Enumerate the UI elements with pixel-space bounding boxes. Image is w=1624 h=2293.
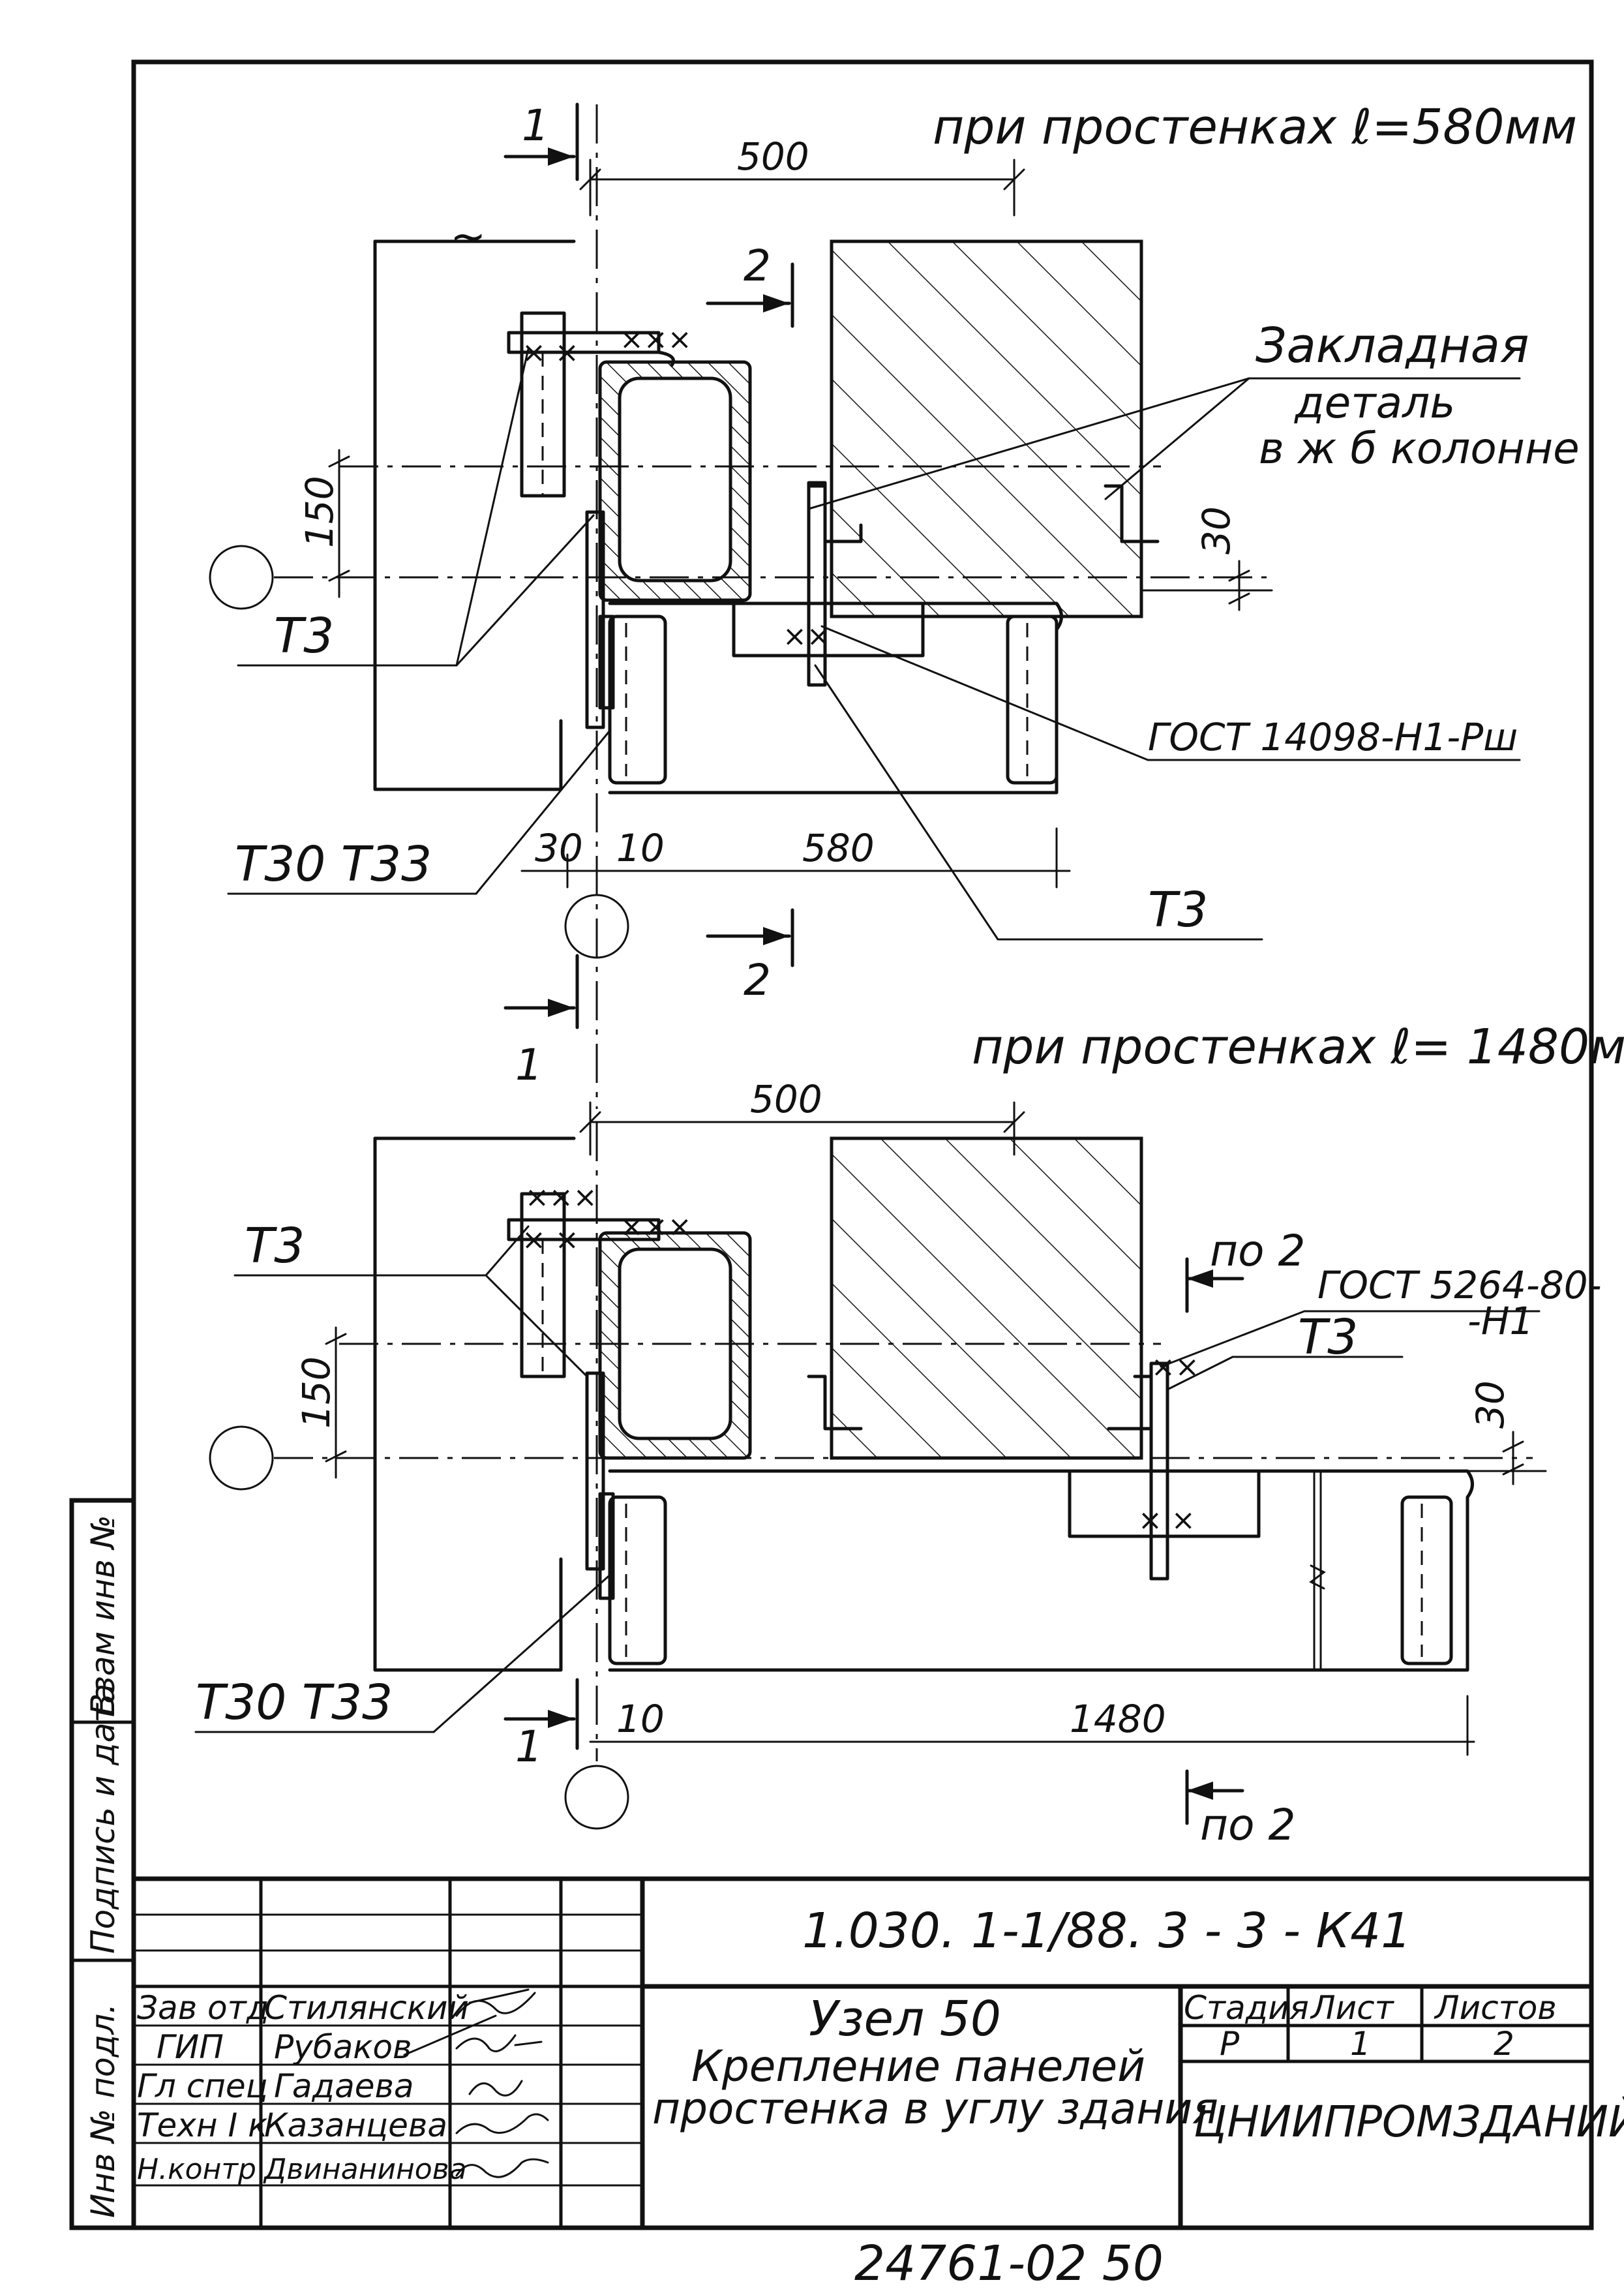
stamp-inv-podl: Инв № подл. [84, 2003, 122, 2218]
bottom-dim-1480: 1480 [1070, 1697, 1166, 1741]
bottom-variant-title: при простенках ℓ= 1480мм [972, 1019, 1624, 1075]
document-number: 24761-02 50 [854, 2236, 1164, 2292]
title-line-1: Узел 50 [809, 1991, 1001, 2047]
top-panel-left [608, 615, 667, 785]
svg-text:× ×: × × [1138, 1504, 1195, 1537]
name-2: Гадаева [274, 2067, 414, 2105]
signature-3 [455, 2113, 549, 2134]
bottom-label-gost-2: -Н1 [1467, 1299, 1533, 1343]
top-label-gost: ГОСТ 14098-Н1-Рш [1148, 715, 1518, 759]
stamp-signature-date: Подпись и дата [84, 1684, 122, 1954]
bottom-label-t3-right: Т3 [1298, 1309, 1358, 1365]
bottom-label-gost-1: ГОСТ 5264-80- [1317, 1263, 1602, 1307]
sheet-value: 1 [1350, 2025, 1371, 2063]
organization: ЦНИИПРОМЗДАНИЙ [1194, 2096, 1624, 2147]
svg-text:××: ×× [783, 620, 831, 653]
top-section-1-bottom: 1 [515, 1040, 543, 1090]
stage-value: Р [1220, 2025, 1240, 2063]
top-axis-bubble [209, 545, 274, 610]
signature-1 [403, 2014, 543, 2056]
top-dim-30-right: 30 [1194, 506, 1239, 554]
svg-text:×××: ××× [525, 1181, 597, 1214]
top-label-t30-t33: Т30 Т33 [235, 836, 432, 892]
top-section-2-bottom: 2 [744, 955, 771, 1005]
role-0: Зав отд [137, 1989, 269, 2027]
title-line-2: Крепление панелей [691, 2041, 1145, 2091]
top-dim-10: 10 [616, 826, 665, 870]
detail-bottom: при простенках ℓ= 1480мм 500 ××× × × ××× [194, 1019, 1624, 1850]
role-4: Н.контр [137, 2153, 256, 2186]
top-label-embedded-3: в ж б колонне [1259, 423, 1580, 474]
top-dim-30-bottom: 30 [535, 826, 583, 870]
title-block: 1.030. 1-1/88. 3 - 3 - К41 Узел 50 Крепл… [132, 1876, 1624, 2230]
role-1: ГИП [157, 2028, 224, 2066]
signature-0 [455, 1988, 536, 2017]
sheets-header: Листов [1434, 1989, 1557, 2027]
top-variant-title: при простенках ℓ=580мм [933, 99, 1577, 155]
top-label-embedded-1: Закладная [1256, 318, 1529, 374]
top-section-1-top: 1 [522, 100, 549, 151]
top-dim-500: 500 [737, 134, 809, 179]
bottom-label-t30-t33: Т30 Т33 [196, 1675, 393, 1731]
svg-text:×××: ××× [620, 323, 692, 356]
bottom-section-po2-bottom: по 2 [1200, 1800, 1296, 1850]
top-axis-bubble-bottom [564, 894, 629, 959]
detail-top: при простенках ℓ=580мм 1 1 500 2 ~ [209, 99, 1580, 1109]
bottom-dim-10: 10 [616, 1697, 665, 1741]
top-section-2-top: 2 [744, 241, 771, 291]
top-dim-580: 580 [802, 826, 875, 870]
top-label-t3-left: Т3 [274, 608, 334, 664]
bottom-dim-150: 150 [294, 1356, 338, 1429]
signature-4 [455, 2158, 549, 2178]
top-concrete-column [830, 239, 1143, 618]
role-3: Техн I к [137, 2106, 267, 2144]
svg-text:× ×: × × [522, 1223, 579, 1256]
title-line-3: простенка в углу здания [652, 2084, 1218, 2134]
bottom-concrete-column [830, 1136, 1143, 1460]
side-stamp: Инв № подл. Подпись и дата Взам инв № [69, 1498, 136, 2230]
sheet-header: Лист [1310, 1989, 1395, 2027]
top-label-embedded-2: деталь [1294, 378, 1455, 428]
bottom-section-po2-top: по 2 [1210, 1226, 1306, 1276]
name-3: Казанцева [264, 2106, 447, 2144]
name-0: Стилянский [264, 1989, 469, 2027]
sheet-frame [131, 59, 1594, 2230]
bottom-section-1: 1 [515, 1722, 543, 1772]
bottom-axis-bubble [209, 1425, 274, 1491]
bottom-dim-30-right: 30 [1468, 1380, 1512, 1429]
svg-text:× ×: × × [522, 336, 579, 369]
bottom-axis-bubble-bottom [564, 1765, 629, 1830]
svg-text:~: ~ [450, 211, 486, 262]
stage-header: Стадия [1184, 1989, 1309, 2027]
bottom-label-t3-left: Т3 [245, 1218, 305, 1274]
bottom-dim-500: 500 [750, 1077, 822, 1121]
stamp-vzam-inv: Взам инв № [84, 1515, 122, 1716]
doc-code: 1.030. 1-1/88. 3 - 3 - К41 [802, 1903, 1411, 1959]
top-dim-150: 150 [297, 476, 342, 548]
name-1: Рубаков [274, 2028, 412, 2066]
sheets-value: 2 [1494, 2025, 1514, 2063]
top-label-t3-right: Т3 [1148, 882, 1208, 938]
name-4: Двинанинова [263, 2153, 467, 2186]
bottom-panel-left [608, 1495, 667, 1665]
role-2: Гл спец [137, 2067, 268, 2105]
signature-2 [468, 2080, 523, 2097]
